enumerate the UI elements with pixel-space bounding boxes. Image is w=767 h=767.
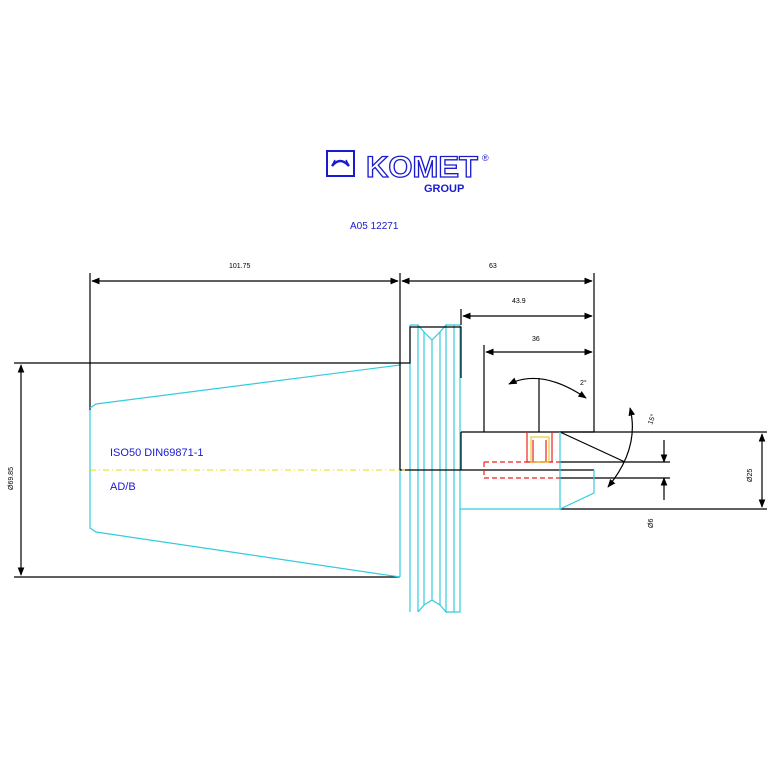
nose [460, 432, 595, 510]
dimension-label: Ø69.85 [8, 467, 15, 490]
dimension-taper-length: 101.75 [89, 263, 401, 410]
dimension-label: 36 [532, 336, 540, 343]
angle-arc [508, 377, 587, 399]
logo-brand-text: KOMET [366, 151, 478, 184]
spec-form-label: AD/B [110, 481, 136, 493]
flange-rear [446, 324, 455, 613]
dimension-label: Ø25 [747, 469, 754, 482]
dimension-pin-diameter: Ø6 [560, 440, 670, 528]
taper-upper-edge [89, 364, 401, 409]
dimension-label: 43.9 [512, 298, 526, 305]
angle-cone: 15° [559, 407, 658, 488]
flange-back [454, 324, 461, 613]
angle-label: 2° [580, 379, 587, 387]
nose-lower-contour [460, 470, 595, 510]
angle-leader [559, 431, 626, 463]
drawing-number: A05 12271 [350, 221, 399, 232]
section-outline [399, 326, 594, 471]
groove-chamfer [439, 323, 447, 614]
dimension-bore-diameter: Ø25 [560, 431, 767, 510]
groove-right [431, 330, 441, 607]
angle-arc [607, 407, 636, 488]
spec-standard-label: ISO50 DIN69871-1 [110, 447, 204, 459]
dimension-label: 101.75 [229, 263, 251, 270]
flange [409, 323, 461, 614]
dimension-flange-diameter: Ø69.85 [8, 362, 400, 578]
upper-contour [399, 326, 462, 470]
groove-left [423, 331, 433, 606]
logo-emblem [326, 150, 355, 177]
dimension-overall-length: 63 [401, 263, 595, 432]
pin-head [530, 436, 550, 463]
dimension-bore-depth: 36 [483, 336, 593, 432]
angle-chamfer: 2° [508, 377, 587, 432]
pin-thread [532, 440, 547, 462]
taper-lower-edge [89, 410, 401, 578]
dimension-label: Ø6 [648, 519, 655, 528]
logo-group-text: GROUP [424, 183, 464, 195]
angle-label: 15° [646, 413, 657, 426]
threaded-pin [483, 432, 560, 479]
dimension-label: 63 [489, 263, 497, 270]
flange-face [409, 324, 419, 612]
logo-registered-mark: ® [482, 153, 489, 163]
flange-chamfer [417, 324, 425, 613]
komet-logo: KOMET ® GROUP [326, 150, 489, 195]
dimension-bore-length: 43.9 [460, 298, 593, 325]
